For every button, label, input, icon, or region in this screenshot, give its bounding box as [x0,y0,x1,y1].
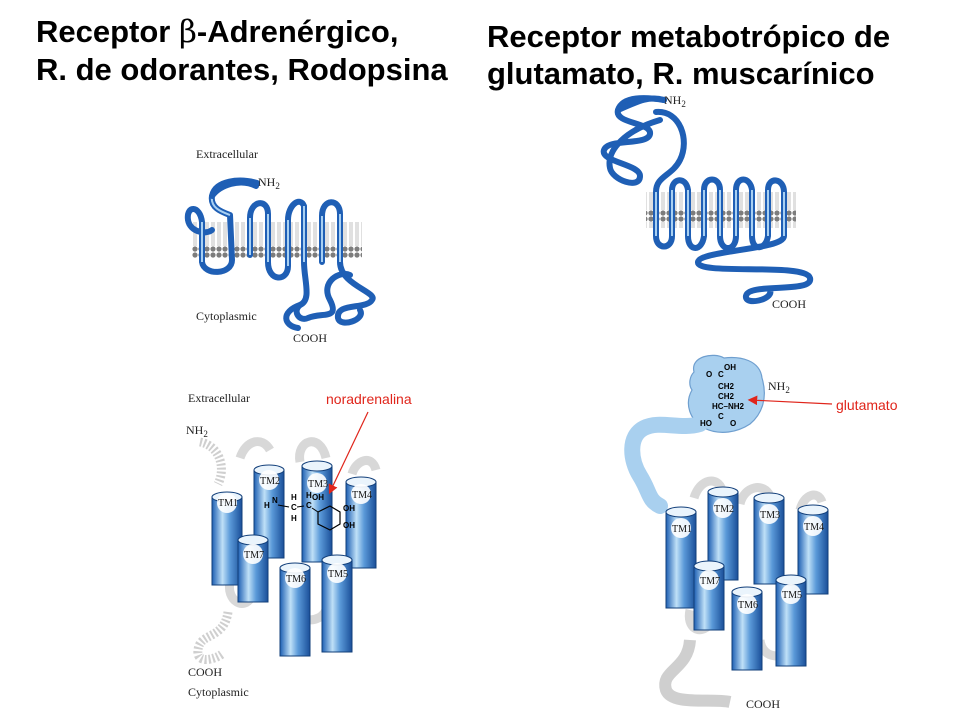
helix-tm6: TM6 [279,562,311,657]
left-title-line1: Receptor β-Adrenérgico, [36,13,448,51]
left-title-line2: R. de odorantes, Rodopsina [36,52,448,87]
cooh-label: COOH [188,665,222,679]
extracellular-binding-domain [687,354,765,433]
nh2-text: NH [768,379,786,393]
chem-n: N [272,496,278,505]
left-title-word-receptor: Receptor [36,14,179,49]
chem-h: H [291,514,297,523]
tm4-label: TM4 [804,522,824,533]
ligand-arrow [747,395,833,406]
membrane-bilayer [192,222,362,258]
chem-c: C [718,370,724,379]
top-right-snake-diagram: NH2 COOH [600,93,813,311]
extracellular-loop-2 [295,437,331,463]
bottom-right-helix-bundle: OH O C CH2 CH2 HC–NH2 C HO O NH2 glutama… [624,354,898,711]
helix-tm5: TM5 [775,574,807,667]
chem-ch2: CH2 [718,382,735,391]
polypeptide-chain-highlight [655,190,785,236]
cooh-label: COOH [293,331,327,345]
cooh-label: COOH [746,697,780,711]
extracellular-label: Extracellular [188,391,250,405]
nh2-subscript: 2 [203,429,208,439]
nh2-text: NH [186,423,204,437]
helix-tm1: TM1 [665,506,697,609]
helix-tm7: TM7 [237,534,269,603]
tm5-label: TM5 [328,569,348,580]
tm2-label: TM2 [260,476,280,487]
nh2-subscript: 2 [275,181,280,191]
chem-oh: OH [724,363,736,372]
left-title-word-adrenergico: -Adrenérgico, [196,14,399,49]
cooh-label: COOH [772,297,806,311]
tm7-label: TM7 [244,550,264,561]
chem-c: C [291,503,297,512]
extracellular-label: Extracellular [196,147,258,161]
nh2-subscript: 2 [681,99,686,109]
right-title-line1: Receptor metabotrópico de [487,19,891,54]
chem-o: O [706,370,712,379]
tm7-label: TM7 [700,576,720,587]
chem-oh: OH [343,521,355,530]
tm1-label: TM1 [672,524,692,535]
tm3-label: TM3 [760,510,780,521]
n-terminal-linker [624,416,708,514]
left-title: Receptor β-Adrenérgico, R. de odorantes,… [36,13,448,88]
chem-ch2: CH2 [718,392,735,401]
helix-tm5: TM5 [321,554,353,653]
chem-c: C [306,501,312,510]
right-title: Receptor metabotrópico de glutamato, R. … [487,18,890,92]
nh2-text: NH [258,175,276,189]
n-terminal-loop [198,437,226,487]
c-terminus-tail [283,302,303,331]
glutamato-label: glutamato [836,397,898,413]
noradrenaline-molecule: H N C H H C H OH OH OH [264,491,355,531]
chem-c: C [718,412,724,421]
nh2-label: NH2 [768,379,790,395]
c-terminal-tail [659,639,732,708]
nh2-label: NH2 [186,423,208,439]
tm2-label: TM2 [714,504,734,515]
chem-oh: OH [343,504,355,513]
nh2-subscript: 2 [785,385,790,395]
tm3-label: TM3 [308,479,328,490]
ligand-arrow [328,411,369,495]
tm4-label: TM4 [352,490,372,501]
chem-ho: HO [700,419,712,428]
beta-symbol: β [178,14,197,50]
extracellular-loop-3 [347,456,381,476]
nh2-label: NH2 [258,175,280,191]
extracellular-loop-1 [235,437,274,460]
n-terminus-tail [615,95,667,113]
helix-tm7: TM7 [693,560,725,631]
chem-h: H [264,501,270,510]
helix-tm6: TM6 [731,586,763,671]
cytoplasmic-label: Cytoplasmic [188,685,249,699]
chem-oh: OH [312,493,324,502]
chem-h: H [306,491,312,500]
helix-tm3: TM3 [753,492,785,585]
nh2-label: NH2 [664,93,686,109]
chem-h: H [291,493,297,502]
c-terminal-tail [193,610,233,664]
bottom-left-helix-bundle: Extracellular NH2 TM1 TM2 TM3 [186,391,412,699]
helix-tm4: TM4 [797,504,829,595]
right-title-line2: glutamato, R. muscarínico [487,56,875,91]
n-terminus-tail [209,179,259,199]
noradrenalina-label: noradrenalina [326,391,412,407]
glutamate-molecule: OH O C CH2 CH2 HC–NH2 C HO O [700,363,745,428]
chem-o: O [730,419,736,428]
helix-tm4: TM4 [345,476,377,569]
tm1-label: TM1 [218,498,238,509]
nh2-text: NH [664,93,682,107]
top-left-snake-diagram: Extracellular NH2 Cytoplasmic COOH [184,147,376,345]
benzene-ring [317,505,341,531]
tm6-label: TM6 [286,574,306,585]
tm5-label: TM5 [782,590,802,601]
polypeptide-chain-outline [201,195,341,266]
tm6-label: TM6 [738,600,758,611]
cytoplasmic-label: Cytoplasmic [196,309,257,323]
chem-hc-nh2: HC–NH2 [712,402,745,411]
helix-tm3: TM3 [301,460,333,563]
